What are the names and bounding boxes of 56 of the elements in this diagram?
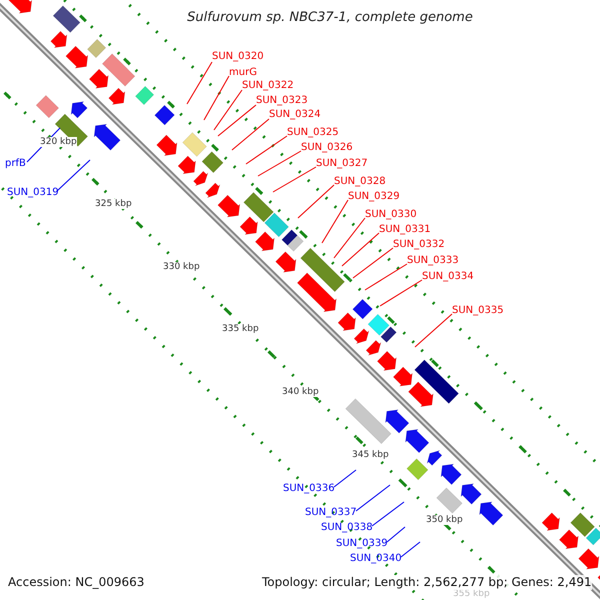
gene-label: SUN_0328	[334, 176, 386, 188]
leader-line	[214, 90, 242, 130]
gene-label: SUN_0327	[316, 158, 368, 170]
gene-label: SUN_0322	[242, 80, 294, 92]
gene-label: SUN_0326	[301, 142, 353, 154]
leader-line	[246, 136, 288, 164]
gene-label: SUN_0334	[422, 271, 474, 283]
title: Sulfurovum sp. NBC37-1, complete genome	[187, 10, 473, 25]
leader-line	[334, 218, 366, 258]
gene-label: SUN_0340	[350, 553, 402, 565]
leader-line	[356, 484, 390, 512]
footer-text: Accession: NC_009663	[8, 575, 144, 590]
tick-label: 325 kbp	[95, 199, 132, 209]
leader-line	[232, 118, 270, 150]
tick-label: 320 kbp	[40, 137, 77, 147]
leader-line	[334, 470, 356, 488]
gene-label: SUN_0323	[256, 95, 308, 107]
gene-label: SUN_0320	[212, 51, 264, 63]
gene-label: SUN_0336	[283, 483, 335, 495]
gene-label: SUN_0319	[7, 187, 59, 199]
leader-line	[204, 76, 230, 120]
tick-label: 355 kbp	[453, 589, 490, 599]
gene-label: SUN_0325	[287, 127, 339, 139]
tick-label: 350 kbp	[426, 515, 463, 525]
leader-line	[258, 150, 302, 176]
leader-line	[372, 502, 404, 526]
tick-label: 330 kbp	[163, 262, 200, 272]
tick-label: 340 kbp	[282, 387, 319, 397]
leader-line	[400, 542, 420, 558]
leader-line	[414, 314, 452, 348]
leader-line	[352, 248, 394, 278]
gene-label: SUN_0337	[305, 507, 357, 519]
gene-label: murG	[229, 67, 257, 79]
gene-label: prfB	[5, 158, 26, 170]
tick-label: 335 kbp	[222, 324, 259, 334]
leader-line	[56, 160, 90, 192]
leader-line	[186, 62, 212, 104]
tick-label: 345 kbp	[352, 450, 389, 460]
gene-label: SUN_0331	[379, 224, 431, 236]
leader-line	[322, 200, 348, 244]
gene-label: SUN_0332	[393, 239, 445, 251]
footer-text: Topology: circular; Length: 2,562,277 bp; Genes: 2,491	[262, 575, 592, 590]
gene-label: SUN_0335	[452, 305, 504, 317]
gene-label: SUN_0339	[336, 538, 388, 550]
leader-line	[386, 526, 406, 542]
leader-line	[380, 280, 422, 306]
gene-label: SUN_0338	[321, 522, 373, 534]
gene-label: SUN_0333	[407, 255, 459, 267]
leader-line	[342, 232, 380, 266]
leader-line	[364, 264, 408, 290]
leader-line	[272, 166, 316, 192]
gene-label: SUN_0329	[348, 191, 400, 203]
leader-line	[218, 104, 256, 136]
gene-label: SUN_0330	[365, 209, 417, 221]
gene-label: SUN_0324	[269, 109, 321, 121]
leader-line	[298, 184, 334, 218]
